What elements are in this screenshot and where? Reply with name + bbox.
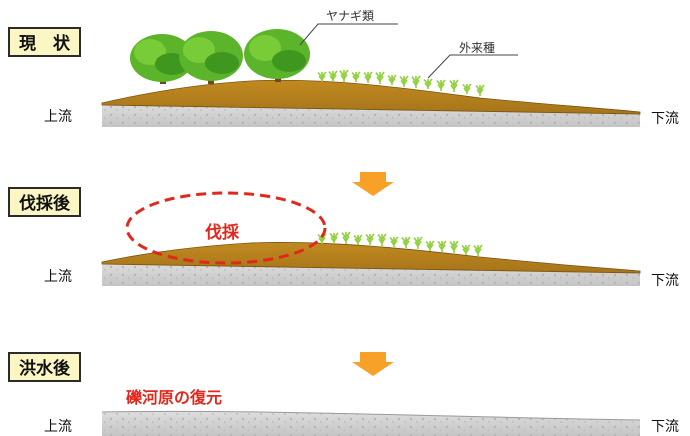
grass-sprig bbox=[449, 240, 459, 253]
stage-label-after-cutting: 伐採後 bbox=[8, 187, 81, 217]
grass-sprig bbox=[401, 236, 411, 248]
sand-bar bbox=[101, 79, 641, 115]
alien-species-note: 外来種 bbox=[459, 41, 496, 55]
willow-note: ヤナギ類 bbox=[326, 9, 375, 23]
grass-sprig bbox=[375, 71, 385, 84]
grass-sprig bbox=[363, 71, 373, 83]
grass-sprig bbox=[389, 236, 399, 247]
grass-sprig bbox=[377, 233, 387, 246]
downstream-label: 下流 bbox=[651, 111, 679, 127]
upstream-label: 上流 bbox=[44, 269, 72, 285]
grass-sprig bbox=[462, 83, 472, 94]
gravel-bar-restoration-label: 礫河原の復元 bbox=[126, 388, 223, 407]
cutting-label: 伐採 bbox=[205, 223, 239, 243]
upstream-label: 上流 bbox=[44, 109, 72, 125]
grass-sprig bbox=[449, 79, 459, 92]
grass-sprig bbox=[461, 244, 471, 255]
grass-sprig bbox=[339, 69, 349, 82]
grass-sprig bbox=[437, 240, 447, 252]
stage-label-after-flood: 洪水後 bbox=[8, 352, 81, 382]
sand-bar bbox=[101, 242, 641, 274]
grass-sprig bbox=[365, 233, 375, 245]
stage-current-scene bbox=[101, 23, 641, 127]
grass-sprig bbox=[329, 232, 339, 244]
downstream-label: 下流 bbox=[651, 273, 679, 289]
grass-sprig bbox=[387, 74, 397, 85]
grass-sprig bbox=[413, 236, 423, 249]
grass-sprig bbox=[423, 78, 433, 89]
grass-sprig bbox=[411, 75, 421, 88]
down-arrow bbox=[352, 172, 394, 196]
grass-sprig bbox=[328, 70, 338, 82]
grass-sprig bbox=[353, 234, 363, 245]
grass-sprig bbox=[317, 71, 327, 82]
stage-after-flood-scene bbox=[101, 410, 641, 436]
grass-sprig bbox=[475, 84, 485, 96]
grass-sprig bbox=[399, 75, 409, 87]
alien-grass bbox=[317, 231, 483, 256]
downstream-label: 下流 bbox=[651, 419, 679, 435]
upstream-label: 上流 bbox=[44, 419, 72, 435]
willow-tree bbox=[179, 31, 243, 84]
alien-grass bbox=[317, 69, 485, 96]
alien-leader-line bbox=[427, 54, 518, 79]
willow-trees bbox=[130, 29, 310, 84]
grass-sprig bbox=[425, 240, 435, 251]
grass-sprig bbox=[341, 231, 351, 244]
grass-sprig bbox=[436, 79, 446, 91]
willow-leader-line bbox=[299, 23, 398, 46]
grass-sprig bbox=[473, 244, 483, 256]
stage-after-cutting-scene bbox=[101, 191, 641, 286]
cutting-area-ring bbox=[125, 191, 327, 265]
willow-tree bbox=[130, 34, 194, 84]
stage-label-current: 現 状 bbox=[8, 27, 81, 57]
down-arrow bbox=[352, 352, 394, 376]
willow-tree bbox=[244, 29, 310, 82]
grass-sprig bbox=[351, 71, 361, 82]
